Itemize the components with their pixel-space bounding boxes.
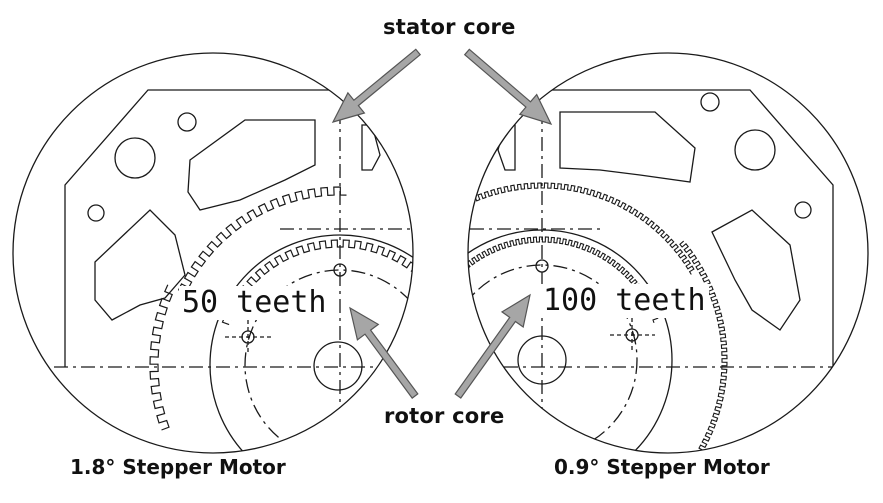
left-stator-slot — [361, 124, 381, 171]
left-small-hole — [87, 204, 105, 222]
left-outer-circle — [12, 52, 414, 454]
arrows — [331, 48, 553, 399]
left-motor-drawing — [12, 52, 414, 454]
left-mount-hole — [114, 137, 156, 179]
left-shaft-hole — [313, 341, 363, 391]
right-stator-teeth — [678, 240, 728, 453]
stator-arrow-left — [331, 48, 422, 123]
rotor-core-label: rotor core — [384, 404, 505, 428]
left-teeth-label: 50 teeth — [179, 286, 330, 320]
right-mount-hole — [734, 129, 776, 171]
left-stator-teeth — [149, 284, 173, 431]
left-stator-outline — [64, 89, 413, 367]
left-stator-slot — [187, 119, 316, 211]
right-stator-slot — [497, 124, 516, 171]
right-small-hole — [794, 201, 812, 219]
right-rotor-pitch-circle — [468, 264, 638, 453]
right-teeth-label: 100 teeth — [540, 284, 709, 318]
rotor-arrow-right — [454, 293, 531, 399]
left-motor-caption: 1.8° Stepper Motor — [70, 455, 286, 479]
right-stator-slot — [559, 111, 696, 183]
left-stator-teeth — [177, 186, 347, 294]
left-stator-slot — [94, 209, 186, 321]
right-shaft-hole — [517, 335, 567, 385]
right-stator-outline — [470, 89, 834, 367]
stator-arrow-right — [463, 48, 553, 125]
right-stator-teeth — [468, 182, 695, 275]
right-small-hole — [700, 92, 720, 112]
right-motor-drawing — [467, 52, 869, 454]
left-rotor-pitch-circle — [244, 269, 413, 453]
right-center-mark — [535, 259, 549, 273]
right-rotor-outline — [468, 229, 673, 453]
rotor-arrow-left — [349, 306, 419, 399]
left-small-hole — [177, 112, 197, 132]
right-motor-caption: 0.9° Stepper Motor — [554, 455, 770, 479]
left-rotor-outline — [209, 234, 413, 453]
right-stator-slot — [711, 209, 801, 331]
stator-core-label: stator core — [383, 15, 516, 39]
